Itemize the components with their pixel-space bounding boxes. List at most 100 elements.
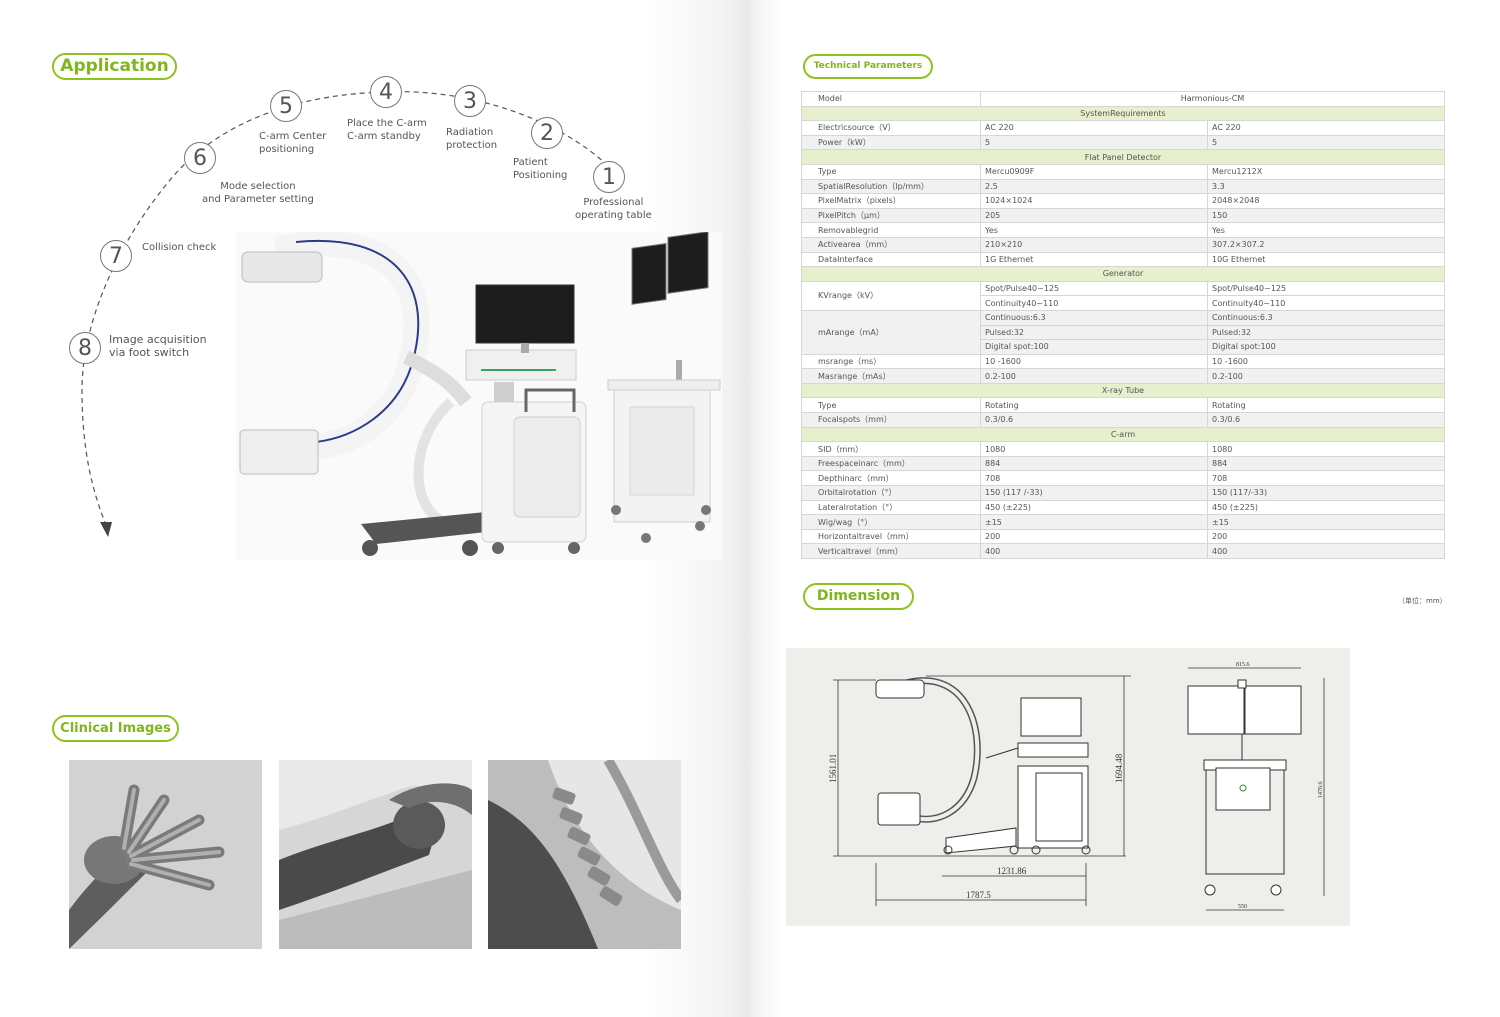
step-5-circle: 5 xyxy=(270,90,302,122)
param-value-b: ±15 xyxy=(1207,514,1445,530)
step-2-circle: 2 xyxy=(531,117,563,149)
param-value-a: Digital spot:100 xyxy=(980,339,1208,355)
param-value-b: Yes xyxy=(1207,222,1445,238)
monitor-icon xyxy=(475,284,575,344)
param-value-b: 200 xyxy=(1207,528,1445,545)
param-value-a: Continuity40~110 xyxy=(980,295,1208,311)
param-value-b: 307.2×307.2 xyxy=(1207,236,1445,253)
section-title: SystemRequirements xyxy=(801,105,1445,122)
param-label: Type xyxy=(801,397,981,414)
param-value-b: 400 xyxy=(1207,543,1445,559)
param-label: Removablegrid xyxy=(801,222,981,238)
model-label: Model xyxy=(801,91,981,107)
monitor-width-label: 815.6 xyxy=(1236,662,1250,668)
param-value-a: Spot/Pulse40~125 xyxy=(980,280,1208,297)
param-label: DataInterface xyxy=(801,251,981,268)
param-value-b: 5 xyxy=(1207,134,1445,151)
table-section-row: Generator xyxy=(801,266,1445,282)
xray-spine-image xyxy=(488,760,681,949)
param-value-a: ±15 xyxy=(980,514,1208,530)
arrow-head-icon xyxy=(100,522,112,537)
param-label: PixelPitch（µm） xyxy=(801,207,981,224)
param-value-a: 1G Ethernet xyxy=(980,251,1208,268)
param-label: Verticaltravel（mm） xyxy=(801,543,981,559)
param-label: Masrange（mAs） xyxy=(801,368,981,384)
param-value-a: 0.3/0.6 xyxy=(980,412,1208,428)
step-7-circle: 7 xyxy=(100,240,132,272)
param-value-b: Mercu1212X xyxy=(1207,163,1445,180)
param-value-a: 205 xyxy=(980,207,1208,224)
table-section-row: SystemRequirements xyxy=(801,105,1445,122)
step-1-label: Professional operating table xyxy=(575,197,652,221)
cart-width-label: 550 xyxy=(1238,904,1247,910)
param-value-b: Continuous:6.3 xyxy=(1207,309,1445,326)
param-label: Electricsource（V） xyxy=(801,120,981,136)
param-label: KVrange（kV） xyxy=(801,280,981,311)
table-row: Orbitalrotation（°）150 (117 /-33)150 (117… xyxy=(801,485,1445,501)
param-value-b: 884 xyxy=(1207,455,1445,472)
param-label: Depthinarc（mm） xyxy=(801,470,981,487)
param-label: Focalspots（mm） xyxy=(801,412,981,428)
param-label: PixelMatrix（pixels） xyxy=(801,193,981,209)
param-value-a: Rotating xyxy=(980,397,1208,414)
table-section-row: X-ray Tube xyxy=(801,382,1445,399)
step-3-label: Radiation protection xyxy=(446,127,498,151)
param-value-a: Mercu0909F xyxy=(980,163,1208,180)
param-value-a: 5 xyxy=(980,134,1208,151)
height-left-label: 1561.01 xyxy=(828,754,838,783)
xray-hand-image xyxy=(69,760,262,949)
param-value-b: 708 xyxy=(1207,470,1445,487)
section-title: C-arm xyxy=(801,426,1445,443)
param-value-b: 2048×2048 xyxy=(1207,193,1445,209)
param-label: mArange（mA） xyxy=(801,309,981,355)
param-label: Orbitalrotation（°） xyxy=(801,485,981,501)
step-5-label: C-arm Center positioning xyxy=(259,131,327,155)
param-value-b: 3.3 xyxy=(1207,178,1445,195)
param-value-b: 150 (117/-33) xyxy=(1207,485,1445,501)
param-value-a: Yes xyxy=(980,222,1208,238)
step-4-label: Place the C-arm C-arm standby xyxy=(347,118,427,142)
param-value-b: 10G Ethernet xyxy=(1207,251,1445,268)
height-right-label: 1694.48 xyxy=(1114,753,1124,783)
step-8-label: Image acquisition via foot switch xyxy=(109,333,207,359)
dimension-drawing-svg: 1561.01 1694.48 1231.86 1787.5 815.6 147… xyxy=(828,662,1325,911)
step-6-label: Mode selection and Parameter setting xyxy=(202,181,314,205)
technical-parameters-heading: Technical Parameters xyxy=(803,54,933,79)
workflow-arc xyxy=(81,91,609,537)
param-label: Activearea（mm） xyxy=(801,236,981,253)
param-value-a: 10 -1600 xyxy=(980,353,1208,370)
step-1-circle: 1 xyxy=(593,161,625,193)
param-value-b: AC 220 xyxy=(1207,120,1445,136)
param-value-a: 400 xyxy=(980,543,1208,559)
depth-label: 1231.86 xyxy=(997,866,1027,876)
param-value-b: 150 xyxy=(1207,207,1445,224)
section-title: Generator xyxy=(801,266,1445,282)
param-value-a: 0.2-100 xyxy=(980,368,1208,384)
table-row: Wig/wag（°）±15±15 xyxy=(801,514,1445,530)
xray-shoulder-image xyxy=(279,760,472,949)
param-value-a: 708 xyxy=(980,470,1208,487)
param-value-b: Spot/Pulse40~125 xyxy=(1207,280,1445,297)
model-value: Harmonious-CM xyxy=(980,91,1445,107)
step-7-label: Collision check xyxy=(142,242,217,253)
dimension-drawing: 1561.01 1694.48 1231.86 1787.5 815.6 147… xyxy=(786,648,1350,926)
